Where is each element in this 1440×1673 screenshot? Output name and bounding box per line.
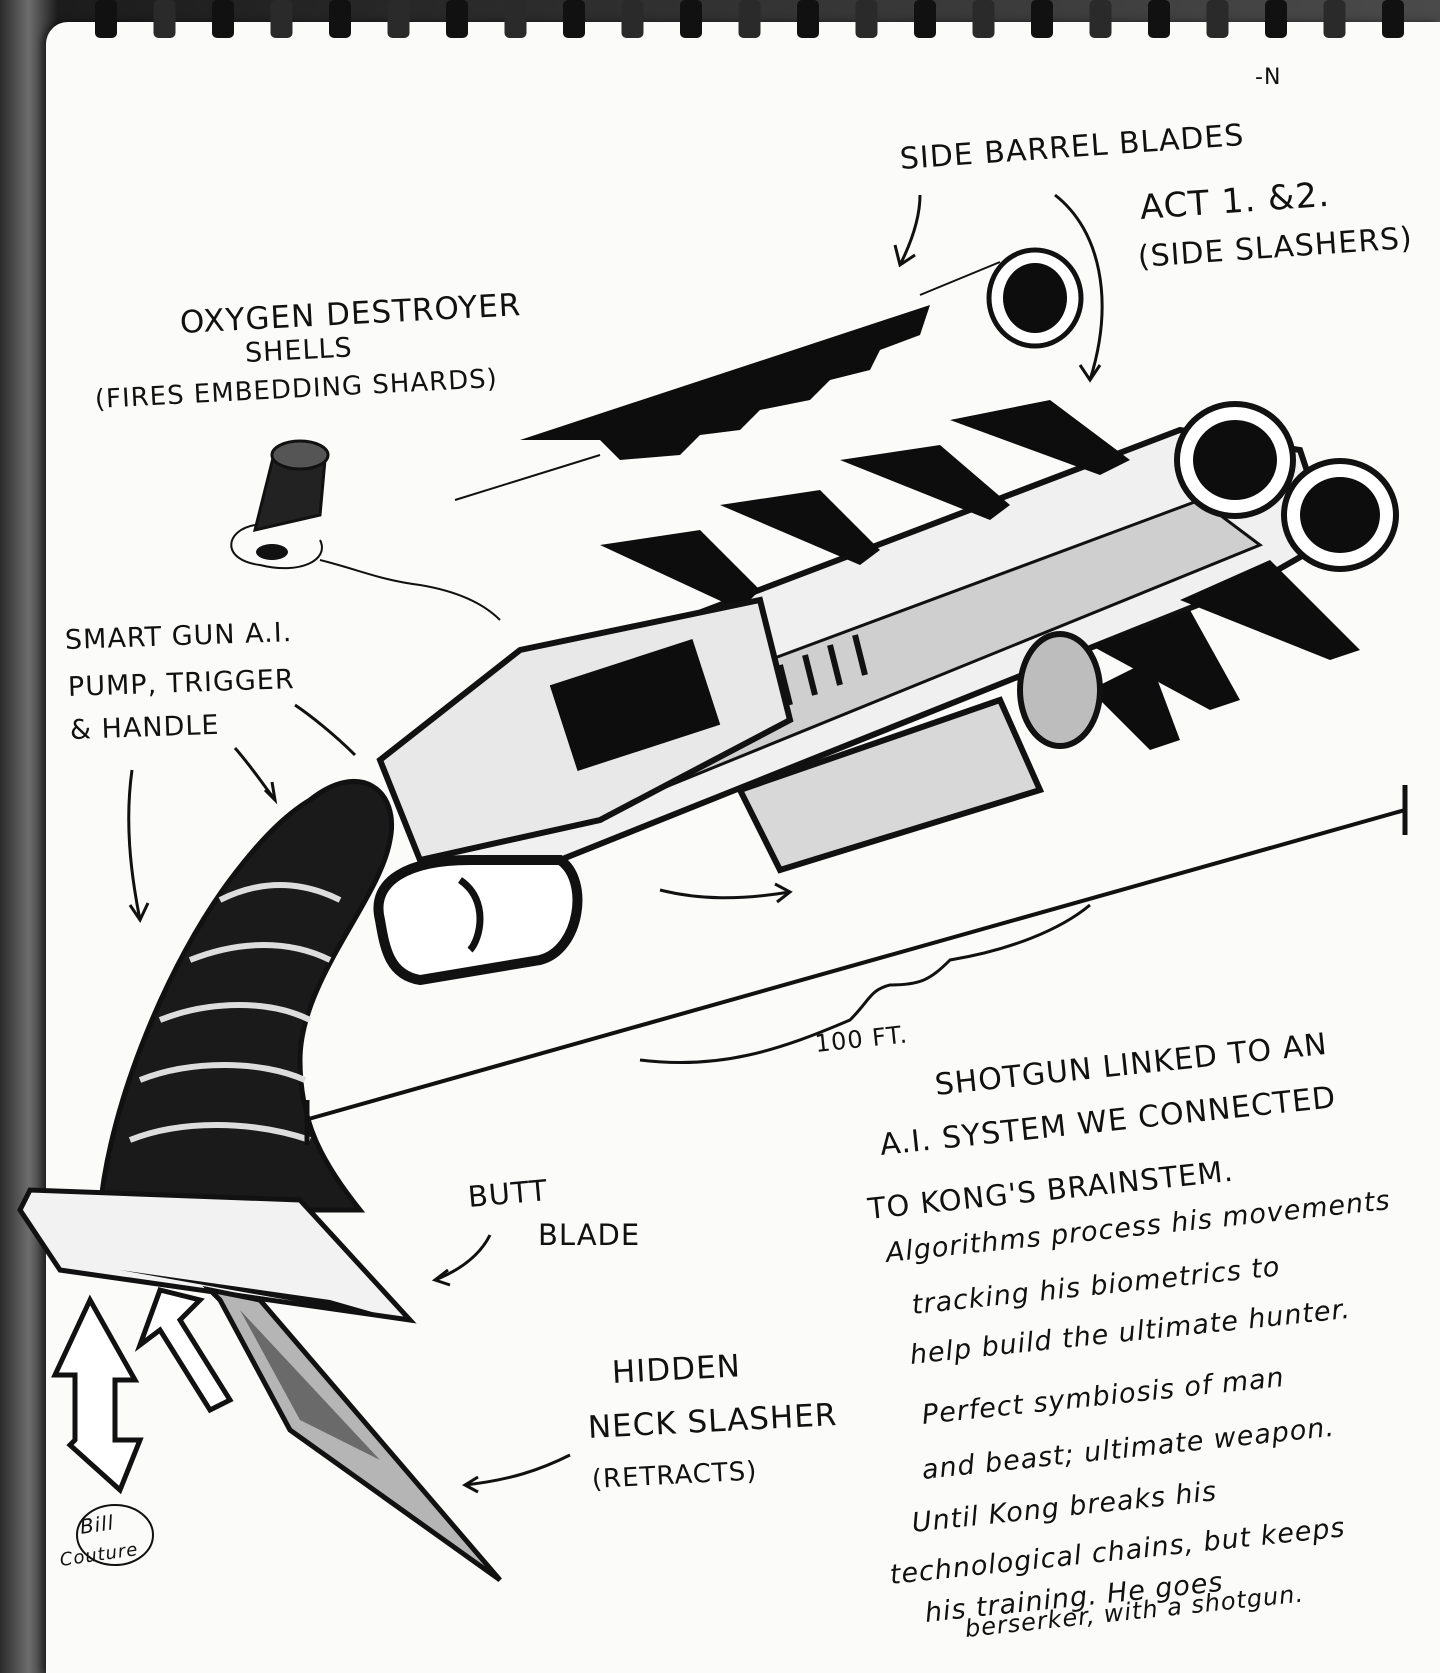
side-barrel-blade-drawing bbox=[454, 261, 1001, 501]
binding-coil bbox=[212, 0, 234, 38]
binding-coil bbox=[1265, 0, 1287, 38]
binding-coil bbox=[621, 0, 644, 38]
butt-blade-drawing bbox=[17, 1187, 417, 1324]
label-handle: & HANDLE bbox=[69, 709, 220, 746]
binding-coil bbox=[855, 0, 878, 38]
binding-coil bbox=[504, 0, 527, 38]
binding-coil bbox=[797, 0, 819, 38]
shell-drawing bbox=[230, 439, 501, 621]
binding-coil bbox=[1323, 0, 1346, 38]
page-number: -N bbox=[1255, 65, 1282, 90]
label-hidden: HIDDEN bbox=[611, 1348, 742, 1391]
label-butt: BUTT bbox=[466, 1173, 550, 1214]
binding-coil bbox=[329, 0, 351, 38]
binding-coil bbox=[1206, 0, 1229, 38]
binding-coil bbox=[1382, 0, 1404, 38]
grip-drawing bbox=[97, 779, 394, 1213]
binding-coil bbox=[563, 0, 585, 38]
binding-coil bbox=[387, 0, 410, 38]
binding-coil bbox=[270, 0, 293, 38]
label-blade: BLADE bbox=[538, 1218, 641, 1252]
binding-coil bbox=[738, 0, 761, 38]
spiral-binding bbox=[95, 0, 1404, 38]
binding-coil bbox=[972, 0, 995, 38]
signature-first: Bill bbox=[78, 1510, 116, 1539]
binding-coil bbox=[1089, 0, 1112, 38]
binding-coil bbox=[1031, 0, 1053, 38]
binding-coil bbox=[1148, 0, 1170, 38]
label-shells: SHELLS bbox=[244, 332, 354, 369]
binding-coil bbox=[446, 0, 468, 38]
annotation-arrows bbox=[127, 193, 1104, 1494]
binding-coil bbox=[153, 0, 176, 38]
retract-arrows-drawing bbox=[51, 1287, 234, 1495]
neck-slasher-blade-drawing bbox=[202, 1285, 502, 1583]
binding-coil bbox=[680, 0, 702, 38]
distance-measure-line bbox=[304, 785, 1408, 1145]
binding-coil bbox=[914, 0, 936, 38]
signature-scribble bbox=[76, 1504, 154, 1566]
floating-barrel-drawing bbox=[986, 247, 1084, 349]
shotgun-body-drawing bbox=[373, 400, 1399, 986]
binding-coil bbox=[95, 0, 117, 38]
